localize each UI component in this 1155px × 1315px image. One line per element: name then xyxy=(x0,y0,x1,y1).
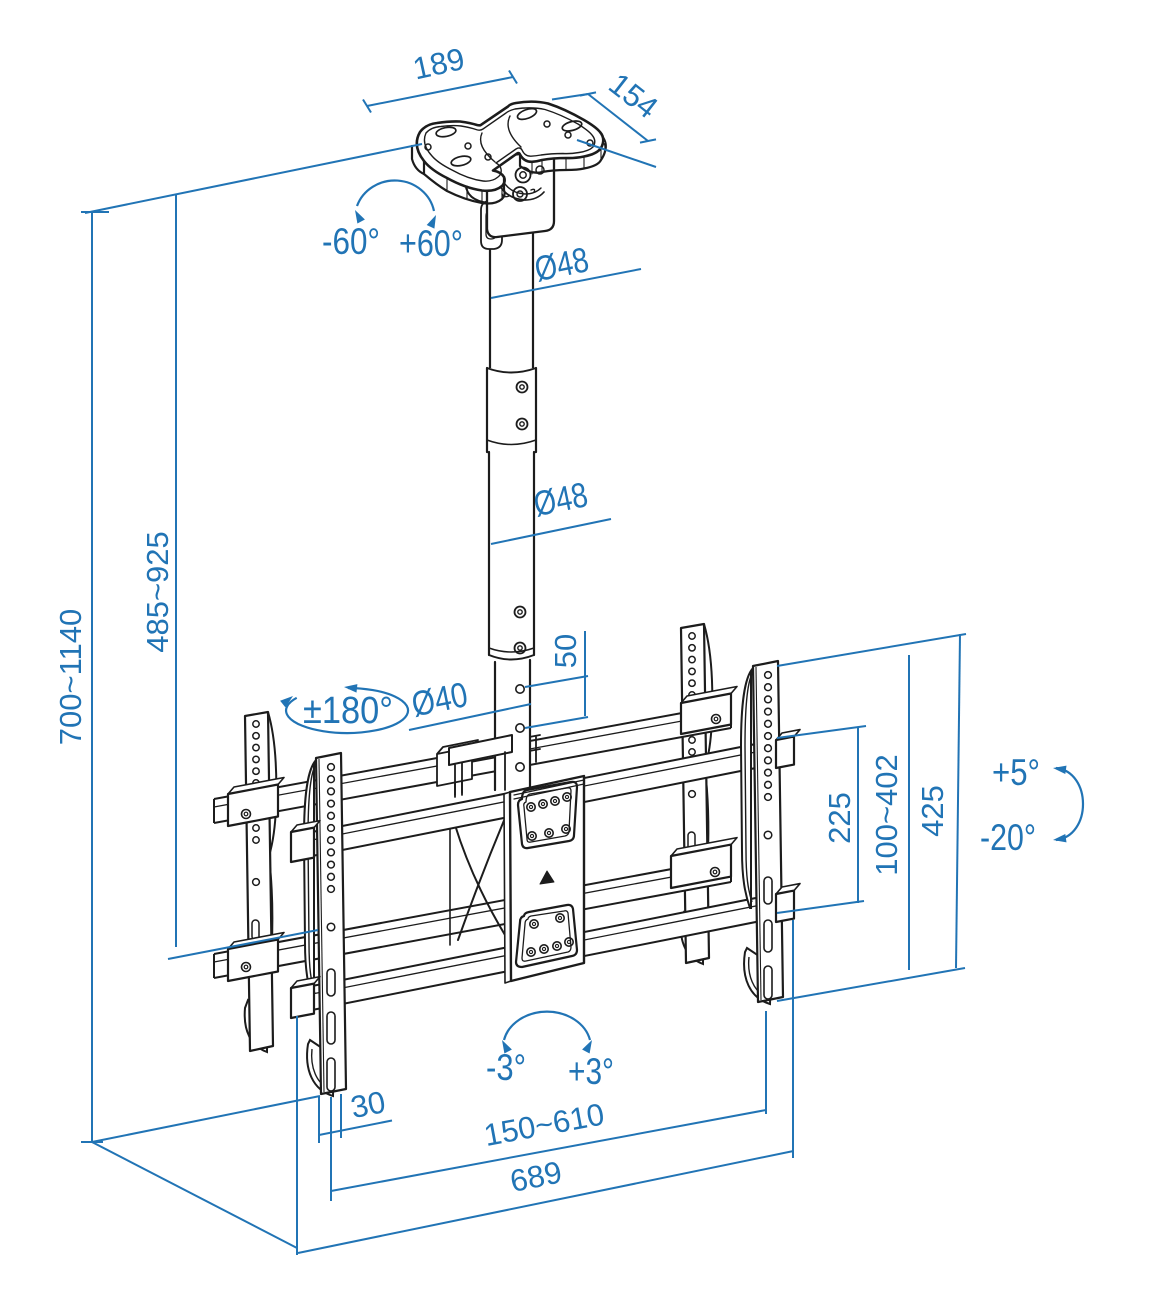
svg-text:+5°: +5° xyxy=(992,752,1040,793)
svg-text:700~1140: 700~1140 xyxy=(53,609,88,746)
svg-text:154: 154 xyxy=(602,66,664,125)
svg-text:±180°: ±180° xyxy=(303,690,393,732)
svg-text:+60°: +60° xyxy=(399,223,463,264)
svg-text:189: 189 xyxy=(410,41,468,86)
svg-text:50: 50 xyxy=(548,634,583,668)
svg-text:-20°: -20° xyxy=(980,817,1036,858)
svg-text:150~610: 150~610 xyxy=(481,1096,607,1153)
svg-text:-3°: -3° xyxy=(486,1047,526,1088)
svg-text:689: 689 xyxy=(507,1154,565,1199)
svg-text:100~402: 100~402 xyxy=(869,754,904,876)
svg-text:+3°: +3° xyxy=(568,1051,614,1092)
svg-text:Ø40: Ø40 xyxy=(408,675,471,724)
svg-text:425: 425 xyxy=(915,785,950,837)
svg-text:-60°: -60° xyxy=(322,221,380,262)
svg-text:Ø48: Ø48 xyxy=(531,240,592,289)
svg-text:Ø48: Ø48 xyxy=(530,475,591,524)
svg-text:30: 30 xyxy=(348,1084,389,1125)
svg-text:225: 225 xyxy=(822,792,857,844)
svg-text:485~925: 485~925 xyxy=(140,531,175,653)
